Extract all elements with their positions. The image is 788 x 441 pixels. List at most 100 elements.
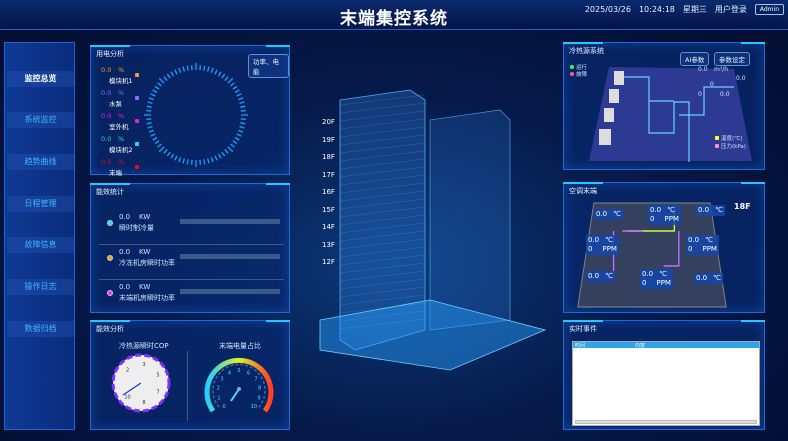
ring-tick (239, 101, 245, 104)
building-floor-line (339, 286, 426, 298)
building-floor-line (339, 302, 426, 314)
cop-tick-label: 3 (142, 362, 145, 368)
date: 2025/03/26 (584, 5, 631, 14)
building-floor-line (339, 166, 426, 178)
nav-trend[interactable]: 趋势曲线 (7, 154, 74, 170)
ring-tick (166, 73, 171, 79)
ai-params-button[interactable]: AI参数 (680, 52, 710, 66)
power-value: 0.0 (101, 135, 112, 143)
ring-tick (152, 136, 158, 141)
building-floor-line (339, 102, 426, 114)
power-ring-chart (144, 63, 248, 167)
user-button[interactable]: Admin (754, 4, 784, 15)
ring-tick (170, 71, 175, 77)
floor-label[interactable]: 18F (322, 153, 335, 161)
power-unit: % (118, 66, 125, 74)
zone-temperature: 0.0 (688, 236, 700, 244)
zone-sensor-card[interactable]: 0.0℃ (594, 209, 624, 220)
power-label: 模块机1 (109, 77, 133, 85)
ring-tick (236, 133, 242, 137)
ring-tick (203, 159, 206, 165)
ring-tick (152, 89, 158, 94)
nav-oplog[interactable]: 操作日志 (7, 279, 74, 295)
floor-label[interactable]: 17F (322, 170, 335, 179)
ring-tick (148, 129, 154, 133)
zone-temperature-unit: ℃ (613, 210, 622, 218)
status-dot-icon (107, 290, 113, 296)
param-settings-button[interactable]: 参数设定 (714, 52, 750, 66)
panel-title: 空调末端 (569, 187, 597, 195)
floor-label[interactable]: 13F (322, 240, 335, 249)
ring-tick (214, 69, 218, 75)
divider (187, 351, 188, 421)
zone-sensor-card[interactable]: 0.0℃ (694, 273, 724, 284)
nav-monitor-overview[interactable]: 监控总览 (7, 71, 74, 87)
zone-temperature: 0.0 (696, 274, 708, 282)
power-label: 模块机2 (109, 146, 133, 154)
building-floor-line (339, 222, 426, 234)
zone-temperature: 0.0 (588, 272, 600, 280)
ring-tick (227, 146, 234, 153)
floor-label[interactable]: 12F (322, 258, 335, 266)
floor-label[interactable]: 16F (322, 188, 335, 196)
table-header: 时间 内容 (573, 342, 759, 349)
legend-color-icon (135, 73, 139, 77)
ratio-tick-label: 8 (258, 386, 261, 392)
nav-archive[interactable]: 数据归档 (7, 321, 74, 337)
cop-tick-label: 8 (142, 400, 145, 406)
ring-tick (150, 133, 156, 137)
floor-label[interactable]: 20F (322, 118, 335, 126)
efficiency-bar (180, 219, 280, 224)
ring-tick (224, 149, 229, 154)
horizontal-scrollbar[interactable] (575, 420, 757, 424)
zone-temperature-unit: ℃ (605, 272, 614, 280)
building-floor-line (339, 278, 426, 290)
building-floor-line (339, 174, 426, 186)
nav-schedule[interactable]: 日程管理 (7, 196, 74, 212)
cop-gauge-title: 冷热源瞬时COP (119, 342, 169, 350)
ring-tick (186, 159, 189, 165)
building-floor-line (339, 230, 426, 242)
ring-tick (207, 66, 210, 72)
zone-co2: 0 (688, 245, 693, 253)
status-dot-icon (107, 255, 113, 261)
ring-tick (166, 151, 171, 157)
zone-sensor-card[interactable]: 0.0 ℃ (586, 271, 616, 282)
status-dot-icon (107, 220, 113, 226)
zone-sensor-card[interactable]: 0.0℃ (696, 205, 726, 216)
building-floor-line (339, 246, 426, 258)
reading: 0 (710, 81, 714, 88)
power-unit: % (118, 89, 125, 97)
ring-tick (224, 76, 229, 81)
building-floor-line (339, 150, 426, 162)
ring-tick (221, 151, 226, 157)
power-unit: % (118, 112, 125, 120)
ring-tick (214, 155, 218, 161)
ring-tick (238, 129, 244, 133)
floor-label[interactable]: 19F (322, 135, 335, 144)
reading: 0.0 (736, 75, 746, 82)
power-energy-button[interactable]: 功率、电能 (248, 54, 289, 78)
power-label: 水泵 (109, 100, 122, 108)
login-link[interactable]: 用户登录 (714, 5, 747, 14)
building-floor-line (339, 294, 426, 306)
events-table: 时间 内容 (572, 341, 760, 426)
divider (99, 279, 284, 280)
ring-tick (154, 140, 160, 145)
ring-tick (163, 149, 168, 154)
nav-fault[interactable]: 故障信息 (7, 237, 74, 253)
building-floor-line (339, 94, 426, 106)
efficiency-bar (180, 289, 280, 294)
floor-label[interactable]: 14F (322, 223, 335, 231)
zone-co2: 0 (650, 215, 655, 223)
nav-system-monitor[interactable]: 系统监控 (7, 112, 74, 128)
power-unit: % (118, 158, 125, 166)
building-3d-model[interactable] (300, 80, 560, 380)
floor-label[interactable]: 15F (322, 205, 335, 214)
